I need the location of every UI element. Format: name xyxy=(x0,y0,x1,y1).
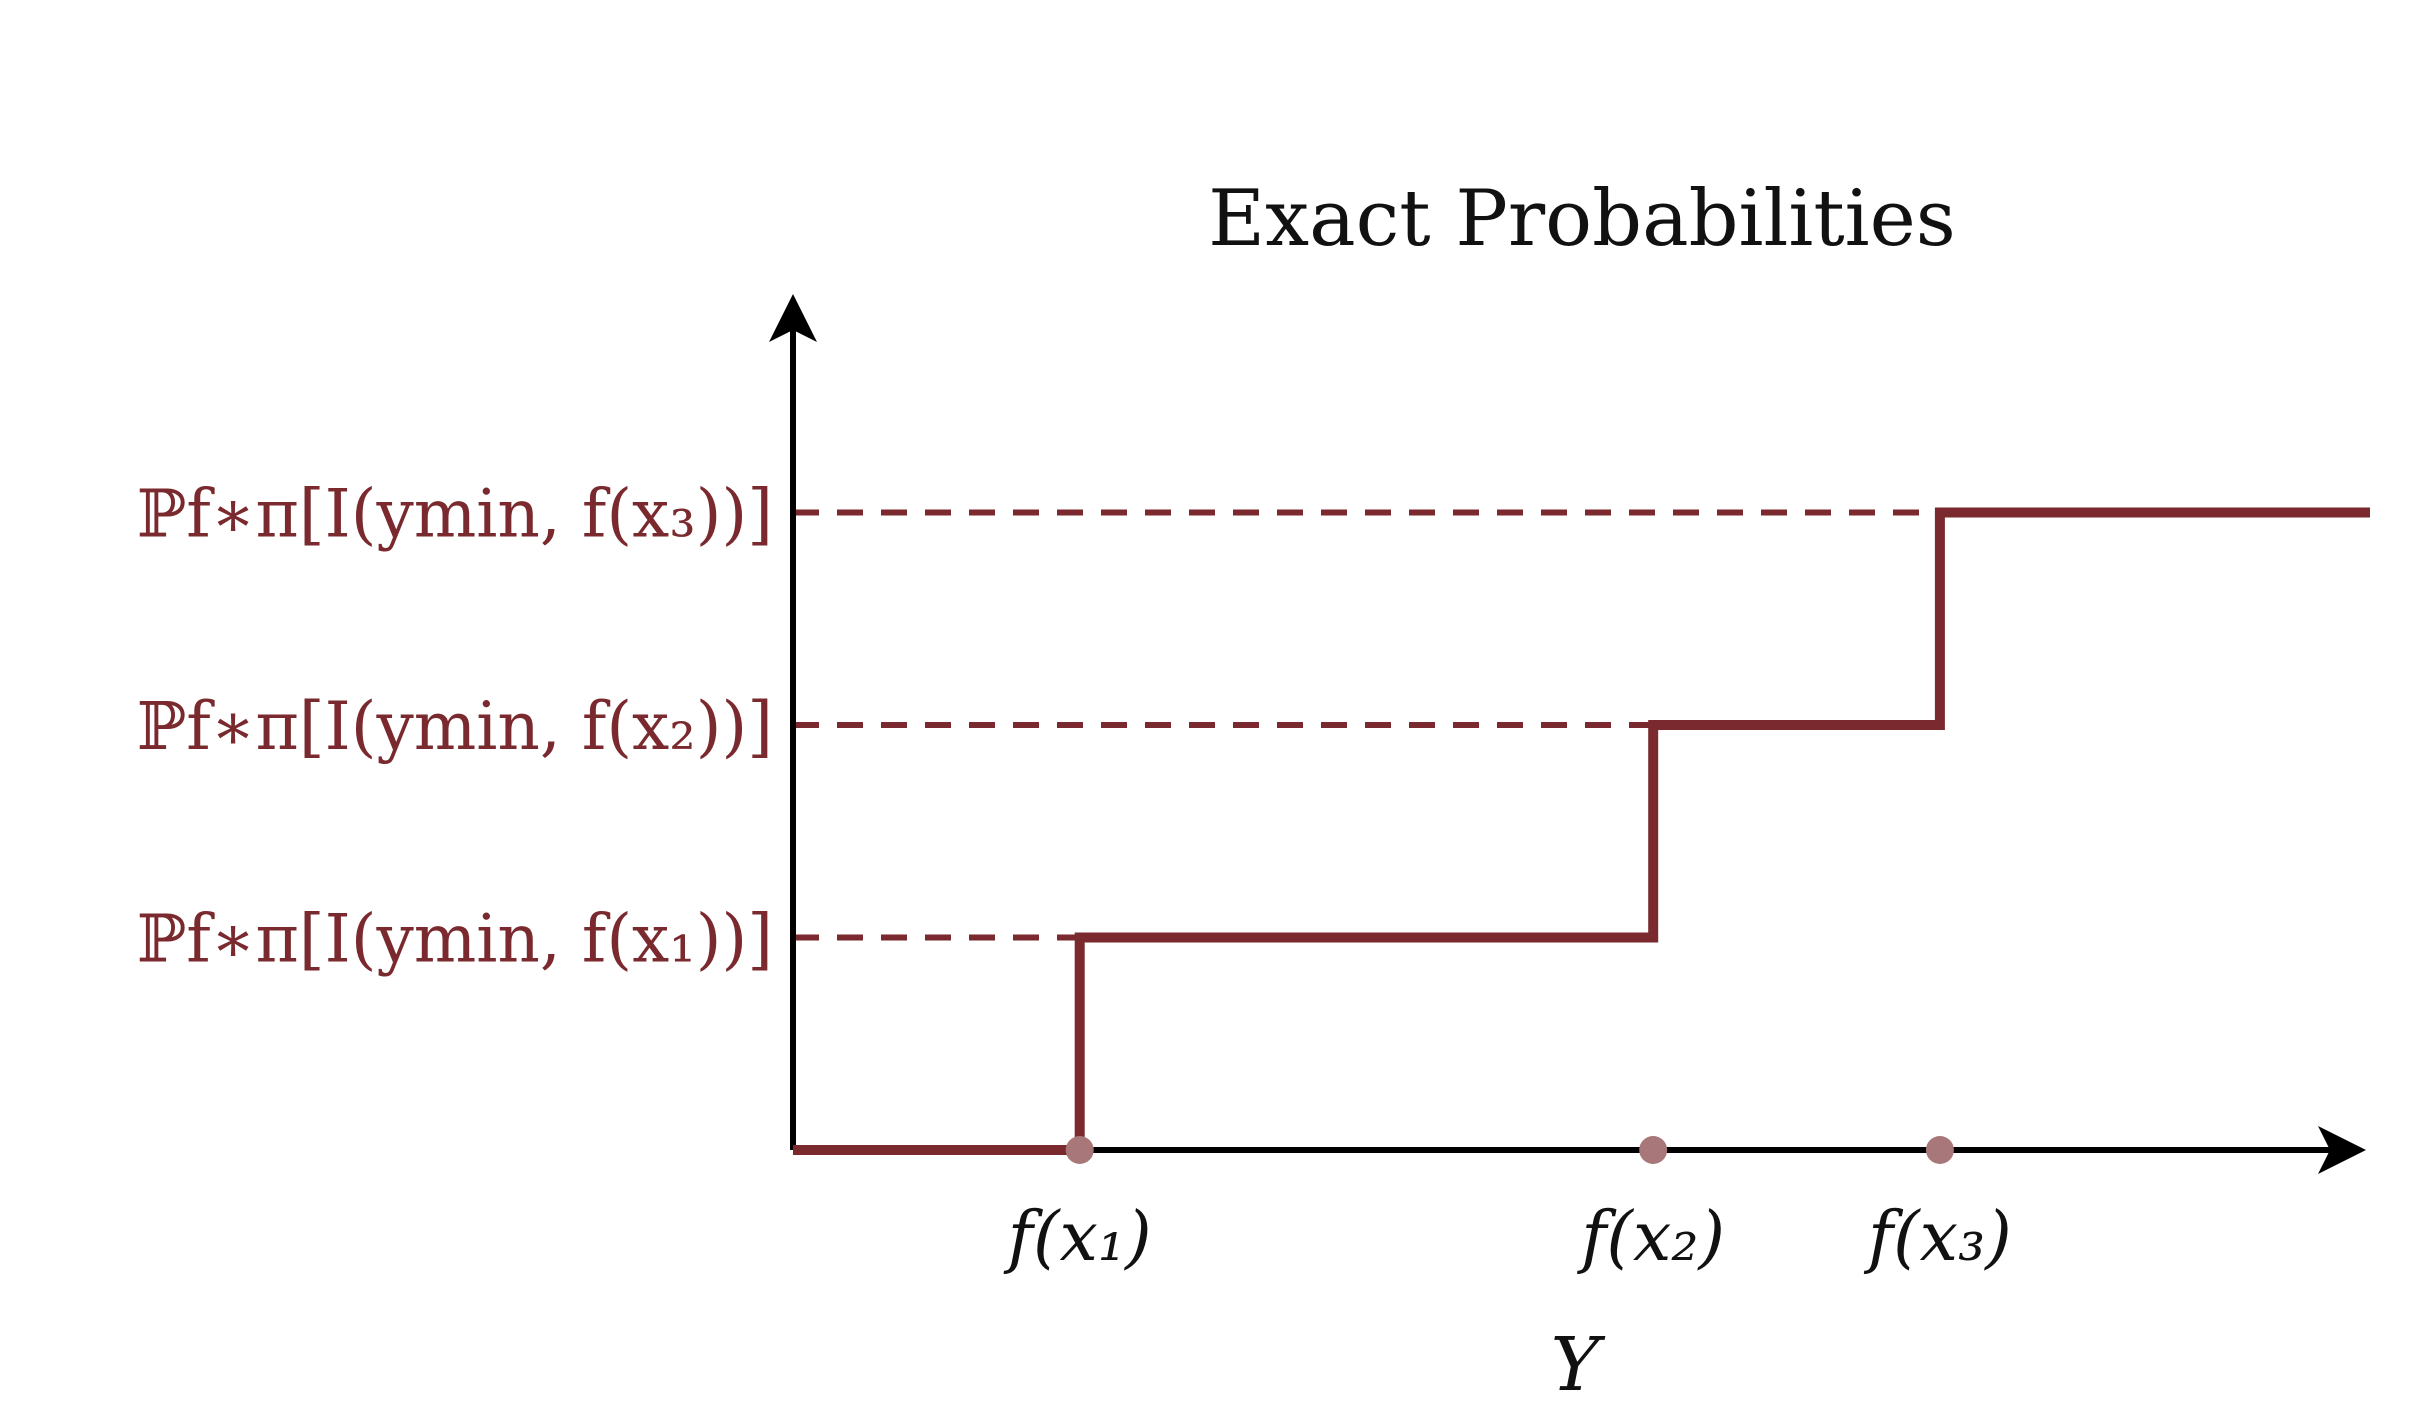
x-tick-label-x3: f(x₃) xyxy=(1863,1198,2012,1277)
marker-x3 xyxy=(1925,1136,1954,1164)
y-tick-label-p1: ℙf∗π[I(ymin, f(x₁))] xyxy=(137,901,773,978)
x-axis-label: Y xyxy=(1551,1322,1606,1408)
x-markers xyxy=(1065,1136,1954,1164)
marker-x2 xyxy=(1639,1136,1668,1164)
x-tick-label-x2: f(x₂) xyxy=(1576,1198,1725,1277)
y-tick-label-p3: ℙf∗π[I(ymin, f(x₃))] xyxy=(137,476,773,553)
y-tick-label-p2: ℙf∗π[I(ymin, f(x₂))] xyxy=(137,688,773,765)
step-line xyxy=(793,507,2370,1155)
x-tick-label-x1: f(x₁) xyxy=(1003,1198,1152,1277)
dashed-guides xyxy=(793,509,1940,941)
x-tick-labels: f(x₁) f(x₂) f(x₃) xyxy=(1003,1198,2012,1277)
chart-title: Exact Probabilities xyxy=(1208,174,1956,264)
marker-x1 xyxy=(1065,1136,1094,1164)
y-tick-labels: ℙf∗π[I(ymin, f(x₁))] ℙf∗π[I(ymin, f(x₂))]… xyxy=(137,476,773,978)
